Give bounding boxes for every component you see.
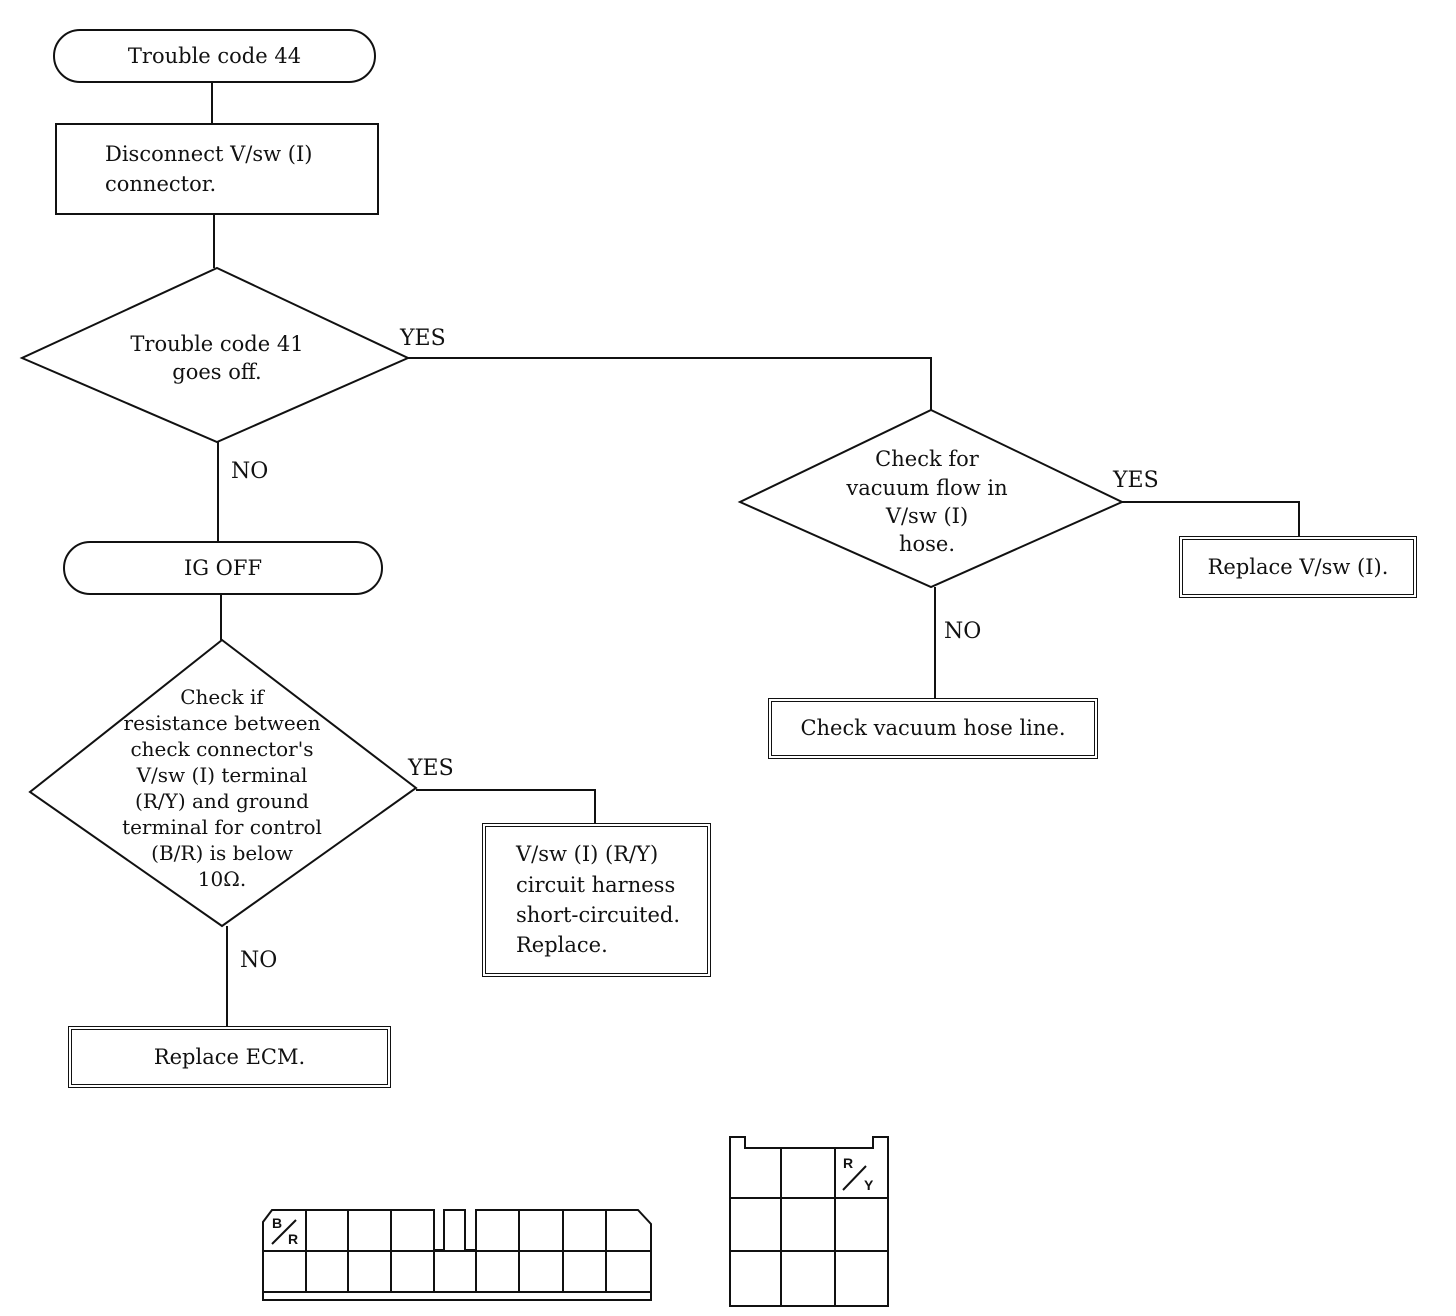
vsw-connector-label-r: R	[843, 1155, 854, 1171]
result-replace-vsw-text: Replace V/sw (I).	[1207, 554, 1389, 579]
edge-vacuum-yes	[1122, 501, 1300, 536]
edge-code41-yes	[408, 357, 932, 410]
code41-no-label: NO	[231, 459, 269, 484]
start-terminal: Trouble code 44	[53, 29, 376, 83]
decision-resistance-text: Check if resistance between check connec…	[122, 685, 322, 891]
ig-off-text: IG OFF	[183, 555, 263, 580]
vsw-connector-ry-slash	[842, 1165, 867, 1191]
check-connector-label-b: B	[272, 1215, 283, 1231]
result-replace-vsw-box: Replace V/sw (I).	[1179, 536, 1417, 598]
vsw-connector-label-y: Y	[864, 1177, 874, 1193]
decision-resistance-shape	[28, 638, 418, 928]
disconnect-step-text: Disconnect V/sw (I) connector.	[105, 141, 313, 196]
vacuum-yes-label: YES	[1113, 468, 1159, 493]
check-connector-diagram	[262, 1209, 652, 1301]
disconnect-step-box: Disconnect V/sw (I) connector.	[55, 123, 379, 215]
check-connector-label-r: R	[288, 1231, 299, 1247]
result-replace-ecm-box: Replace ECM.	[68, 1026, 391, 1088]
check-connector-br-slash	[271, 1219, 297, 1245]
decision-code41-shape	[19, 266, 411, 444]
decision-code41-text: Trouble code 41 goes off.	[130, 331, 304, 384]
result-replace-ecm-text: Replace ECM.	[153, 1044, 306, 1069]
decision-resistance: Check if resistance between check connec…	[92, 678, 352, 898]
decision-vacuum-shape	[737, 408, 1125, 589]
code41-yes-label: YES	[400, 326, 446, 351]
decision-vacuum: Check for vacuum flow in V/sw (I) hose.	[812, 434, 1042, 570]
resistance-yes-label: YES	[408, 756, 454, 781]
vacuum-no-label: NO	[944, 619, 982, 644]
edge-resistance-yes	[416, 789, 596, 823]
result-check-hose-box: Check vacuum hose line.	[768, 698, 1098, 759]
check-connector-outline	[262, 1209, 652, 1301]
vsw-connector-outline	[729, 1136, 889, 1307]
start-terminal-text: Trouble code 44	[127, 43, 302, 68]
result-harness-box: V/sw (I) (R/Y) circuit harness short-cir…	[482, 823, 711, 977]
result-check-hose-text: Check vacuum hose line.	[800, 716, 1066, 741]
resistance-no-label: NO	[240, 948, 278, 973]
result-harness-text: V/sw (I) (R/Y) circuit harness short-cir…	[516, 842, 681, 958]
ig-off-terminal: IG OFF	[63, 541, 383, 595]
vsw-connector-diagram	[729, 1136, 889, 1307]
decision-code41: Trouble code 41 goes off.	[92, 318, 342, 398]
decision-vacuum-text: Check for vacuum flow in V/sw (I) hose.	[846, 447, 1008, 557]
